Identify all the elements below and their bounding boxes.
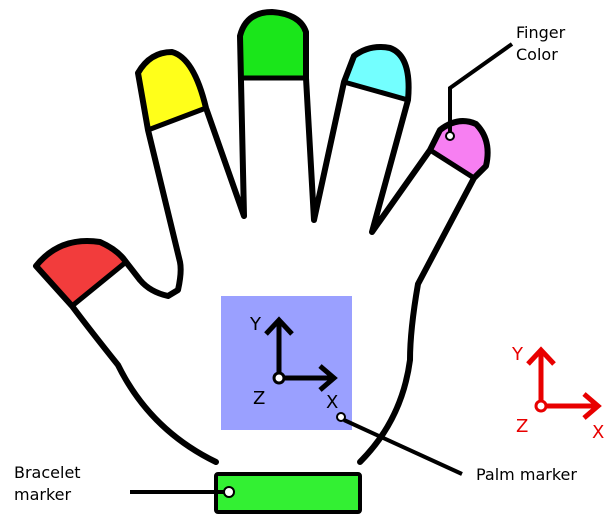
palm-marker-label: Palm marker bbox=[476, 465, 577, 484]
bracelet-marker-label: Bracelet marker bbox=[14, 463, 86, 504]
world-axis-z-label: Z bbox=[516, 416, 528, 437]
finger-color-dot bbox=[446, 132, 454, 140]
world-axes: Y X Z bbox=[511, 344, 604, 443]
bracelet-band bbox=[216, 474, 360, 512]
palm-axis-x-label: X bbox=[326, 392, 338, 413]
world-axis-x-label: X bbox=[592, 422, 604, 443]
world-axis-y-label: Y bbox=[511, 344, 524, 365]
finger-color-label: Finger Color bbox=[516, 23, 570, 64]
palm-marker-leader-line bbox=[344, 420, 462, 474]
bracelet-dot bbox=[224, 487, 234, 497]
palm-marker-dot bbox=[337, 413, 345, 421]
palm-axis-z-label: Z bbox=[253, 388, 265, 409]
palm-axis-y-label: Y bbox=[249, 314, 262, 335]
